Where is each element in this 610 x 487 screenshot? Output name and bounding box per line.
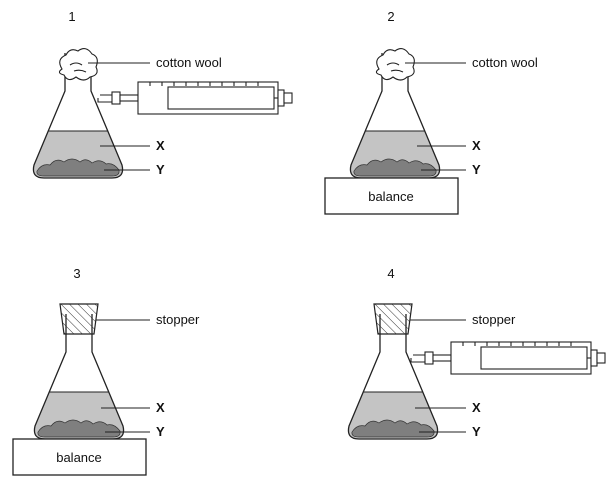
panel-number: 1 (68, 9, 75, 24)
label-y: Y (156, 162, 165, 177)
balance (12, 438, 147, 476)
label-x: X (156, 400, 165, 415)
gas-syringe (410, 341, 606, 375)
label-x: X (472, 400, 481, 415)
label-x: X (472, 138, 481, 153)
panel-3: 3 stopper X Y balance (12, 266, 200, 476)
label-stopper: stopper (156, 312, 200, 327)
balance-label: balance (56, 450, 102, 465)
label-stopper: stopper (472, 312, 516, 327)
panel-1: 1 cotton wool X Y (32, 9, 293, 179)
label-cotton-wool: cotton wool (156, 55, 222, 70)
gas-syringe (97, 81, 293, 115)
label-y: Y (472, 162, 481, 177)
panel-2: 2 cotton wool X Y balance (324, 9, 538, 215)
label-cotton-wool: cotton wool (472, 55, 538, 70)
stopper (59, 303, 99, 335)
stopper (373, 303, 413, 335)
panel-4: 4 stopper X Y (347, 266, 606, 440)
label-y: Y (156, 424, 165, 439)
panel-number: 3 (73, 266, 80, 281)
label-y: Y (472, 424, 481, 439)
label-x: X (156, 138, 165, 153)
balance (324, 177, 459, 215)
balance-label: balance (368, 189, 414, 204)
panel-number: 2 (387, 9, 394, 24)
panel-number: 4 (387, 266, 394, 281)
